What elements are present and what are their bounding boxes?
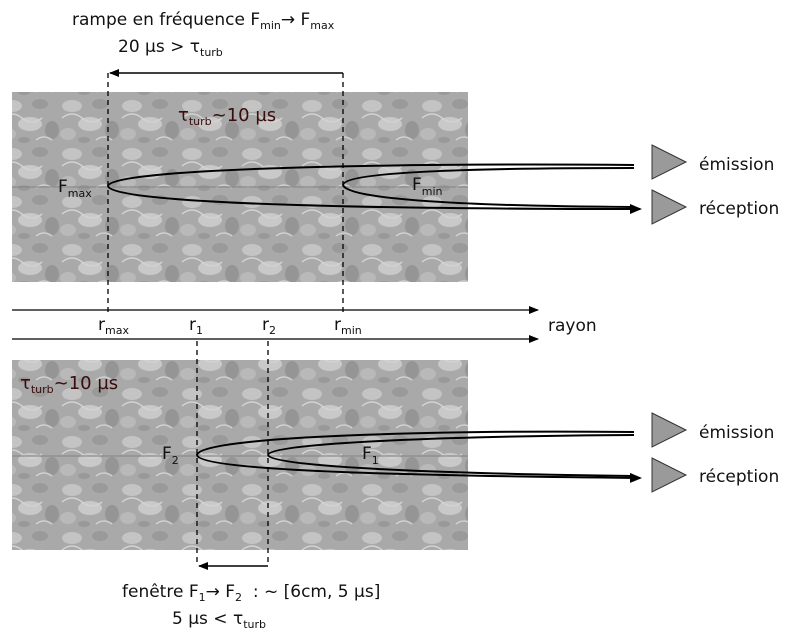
beam-fmin-emission [342, 167, 635, 186]
beam-f1-reception [267, 454, 633, 477]
fmax-label: Fmax [58, 177, 92, 200]
f1-label: F1 [362, 444, 379, 467]
top-tau-label: τturb~10 µs [178, 105, 276, 128]
window-label: fenêtre F1→ F2 : ~ [6cm, 5 µs] [122, 582, 380, 604]
ramp-title: rampe en fréquence Fmin→ Fmax [72, 10, 335, 32]
top-reception-label: réception [699, 199, 779, 219]
top-emission-label: émission [699, 155, 774, 175]
beam-f2-emission [196, 430, 635, 456]
r1-label: r1 [189, 315, 203, 337]
beam-fmax-reception [107, 185, 642, 214]
bottom-emission-label: émission [699, 423, 774, 443]
beam-fmax-emission [107, 163, 635, 187]
window-condition: 5 µs < τturb [172, 609, 266, 631]
f2-label: F2 [162, 444, 179, 467]
reception-antenna-icon [651, 457, 688, 493]
beam-fmin-reception [342, 184, 633, 208]
bottom-tau-label: τturb~10 µs [20, 373, 118, 396]
reception-antenna-icon [651, 189, 688, 225]
beam-f2-reception [196, 454, 642, 483]
ramp-condition: 20 µs > τturb [118, 37, 223, 59]
r2-label: r2 [262, 315, 276, 337]
bottom-reception-label: réception [699, 467, 779, 487]
rmax-label: rmax [98, 315, 129, 337]
beam-f1-emission [267, 434, 635, 456]
fmin-label: Fmin [412, 175, 443, 198]
emission-antenna-icon [651, 412, 688, 448]
rmin-label: rmin [334, 315, 362, 337]
emission-antenna-icon [651, 144, 688, 180]
rayon-label: rayon [548, 316, 597, 336]
